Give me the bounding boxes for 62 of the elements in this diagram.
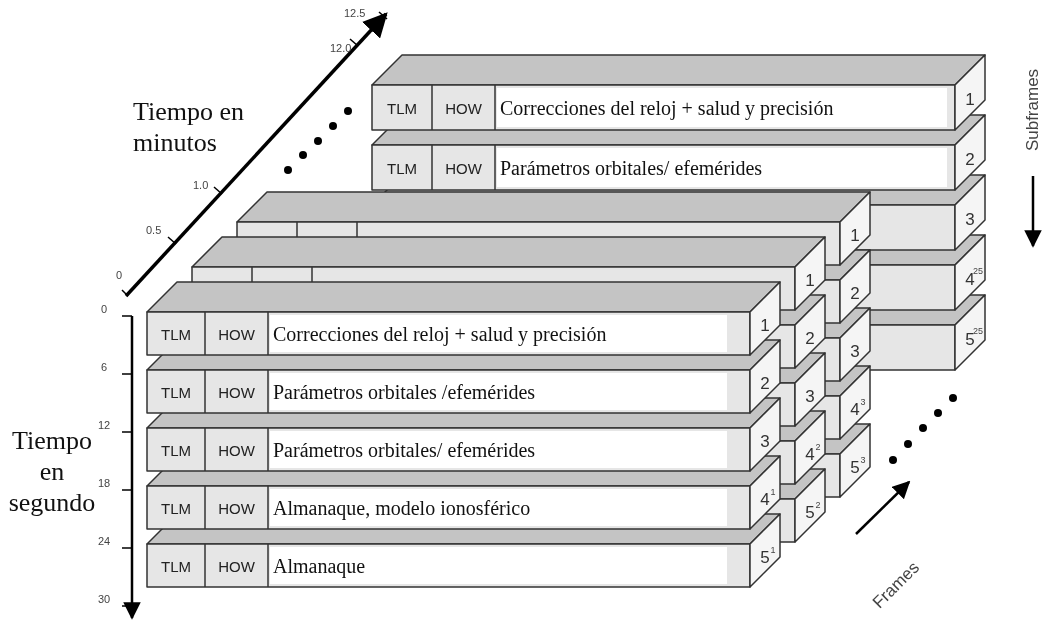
frame-number: 2 bbox=[815, 442, 821, 452]
field-label: HOW bbox=[218, 500, 255, 515]
frame-number: 3 bbox=[860, 455, 866, 465]
tick-label: 12.5 bbox=[344, 8, 366, 19]
tick-label: 12.0 bbox=[330, 43, 352, 54]
subframe-description: Parámetros orbitales/ efemérides bbox=[273, 439, 536, 460]
subframe-number: 4 bbox=[965, 270, 975, 287]
subframe-description: Parámetros orbitales /efemérides bbox=[273, 381, 536, 402]
axis-title: Tiempo en minutos bbox=[133, 96, 245, 159]
frame-number: 1 bbox=[770, 487, 776, 497]
subframe-number: 1 bbox=[760, 316, 770, 333]
field-label: HOW bbox=[445, 160, 482, 175]
field-label: TLM bbox=[387, 100, 417, 115]
tick-label: 0.5 bbox=[146, 225, 162, 236]
tick-label: 1.0 bbox=[193, 180, 209, 191]
subframe-description: Almanaque, modelo ionosférico bbox=[273, 497, 531, 518]
subframe-number: 2 bbox=[805, 329, 815, 346]
frame-number: 25 bbox=[973, 326, 983, 336]
subframe-number: 2 bbox=[850, 284, 860, 301]
field-label: TLM bbox=[161, 326, 191, 341]
subframe-number: 1 bbox=[965, 90, 975, 107]
tick-label: 0 bbox=[116, 270, 123, 281]
subframe-description: Correcciones del reloj + salud y precisión bbox=[500, 97, 834, 118]
subframe-number: 2 bbox=[760, 374, 770, 391]
field-label: HOW bbox=[445, 100, 482, 115]
axis-title: Subframes bbox=[1023, 68, 1041, 152]
subframe-number: 1 bbox=[850, 226, 860, 243]
field-label: TLM bbox=[161, 442, 191, 457]
subframe-number: 3 bbox=[760, 432, 770, 449]
subframe-number: 2 bbox=[965, 150, 975, 167]
subframe-number: 3 bbox=[965, 210, 975, 227]
tick-label: 0 bbox=[101, 304, 108, 315]
field-label: TLM bbox=[387, 160, 417, 175]
field-label: HOW bbox=[218, 558, 255, 573]
tick-label: 24 bbox=[98, 536, 111, 547]
subframe-number: 4 bbox=[760, 490, 770, 507]
tick-label: 18 bbox=[98, 478, 111, 489]
subframe-number: 4 bbox=[850, 400, 860, 417]
frame-number: 2 bbox=[815, 500, 821, 510]
subframe-number: 5 bbox=[850, 458, 860, 475]
subframe-number: 5 bbox=[760, 548, 770, 565]
field-label: HOW bbox=[218, 384, 255, 399]
frame-number: 25 bbox=[973, 266, 983, 276]
subframe-number: 5 bbox=[965, 330, 975, 347]
field-label: TLM bbox=[161, 500, 191, 515]
field-label: HOW bbox=[218, 326, 255, 341]
subframe-description: Almanaque bbox=[273, 555, 366, 576]
tick-label: 12 bbox=[98, 420, 111, 431]
subframe-number: 3 bbox=[850, 342, 860, 359]
field-label: HOW bbox=[218, 442, 255, 457]
subframe-number: 5 bbox=[805, 503, 815, 520]
frame-number: 3 bbox=[860, 397, 866, 407]
tick-label: 6 bbox=[101, 362, 108, 373]
frame-number: 1 bbox=[770, 545, 776, 555]
subframe-number: 3 bbox=[805, 387, 815, 404]
subframe-description: Parámetros orbitales/ efemérides bbox=[500, 157, 763, 178]
subframe-number: 1 bbox=[805, 271, 815, 288]
field-label: TLM bbox=[161, 558, 191, 573]
subframe-description: Correcciones del reloj + salud y precisión bbox=[273, 323, 607, 344]
subframe-number: 4 bbox=[805, 445, 815, 462]
field-label: TLM bbox=[161, 384, 191, 399]
tick-label: 30 bbox=[98, 594, 111, 605]
